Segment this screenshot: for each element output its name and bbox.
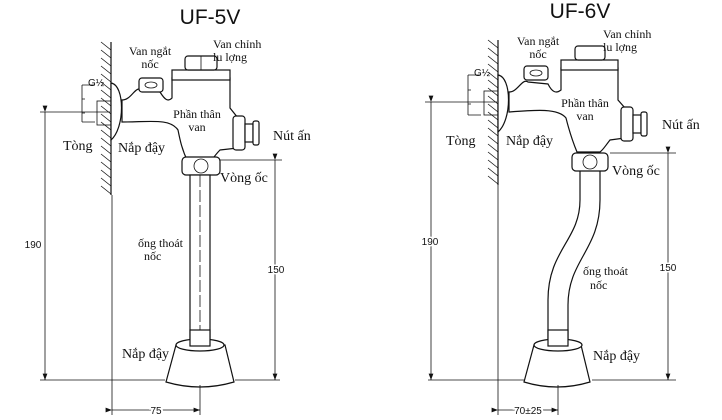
dim-offset: 70±25: [514, 406, 542, 417]
floor-cap: [523, 329, 591, 388]
wall-hatch-line: [100, 57, 112, 67]
wall-hatch-line: [487, 111, 499, 121]
label-wall: Tòng: [63, 139, 93, 154]
drain-pipe: [547, 171, 601, 342]
dim-pipe: 150: [268, 265, 285, 276]
label-nut-ring: Vòng ốc: [220, 171, 268, 186]
wall-hatch-line: [487, 135, 499, 145]
wall-hatch-line: [100, 65, 112, 75]
label-drain-pipe-2: nốc: [144, 249, 161, 263]
wall-hatch-line: [487, 71, 499, 81]
wall-hatch-line: [487, 159, 499, 169]
wall-hatch-line: [100, 81, 112, 91]
label-drain-pipe: ống thoát: [583, 264, 629, 278]
label-valve-body-2: van: [188, 120, 205, 134]
label-valve-body: Phần thân: [173, 107, 221, 121]
wall-hatch-line: [100, 161, 112, 171]
label-cover-bottom: Nắp đậy: [593, 349, 640, 364]
label-cover-top: Nắp đậy: [506, 134, 553, 149]
wall-hatch-line: [100, 41, 112, 51]
wall-hatch-line: [100, 49, 112, 59]
wall-hatch-line: [487, 63, 499, 73]
wall: [100, 41, 112, 195]
wall-hatch-line: [100, 97, 112, 107]
label-shutoff-valve: Van ngắt: [517, 34, 560, 48]
label-shutoff-valve: Van ngắt: [129, 44, 172, 58]
wall-hatch-line: [100, 177, 112, 187]
label-push-button: Nút ấn: [273, 129, 311, 144]
wall-hatch-line: [487, 151, 499, 161]
wall-hatch-line: [100, 185, 112, 195]
thread-label: G½: [474, 68, 491, 79]
label-shutoff-valve-2: nốc: [529, 47, 546, 61]
wall-hatch-line: [100, 145, 112, 155]
label-shutoff-valve-2: nốc: [141, 57, 158, 71]
wall-hatch-line: [487, 119, 499, 129]
valve-body: [508, 45, 648, 172]
dim-offset: 75: [150, 406, 162, 417]
label-flow-adjust-2: lu lợng: [213, 50, 247, 64]
label-drain-pipe-2: nốc: [590, 278, 607, 292]
dim-pipe: 150: [660, 263, 677, 274]
wall-hatch-line: [487, 127, 499, 137]
drain-pipe: [189, 174, 211, 346]
wall-hatch-line: [100, 129, 112, 139]
dimensions: [40, 105, 282, 415]
wall: [487, 39, 499, 185]
thread-label: G½: [88, 78, 105, 89]
label-push-button: Nút ấn: [662, 118, 700, 133]
label-wall: Tòng: [446, 134, 476, 149]
wall-hatch-line: [487, 39, 499, 49]
title-uf-5v: UF-5V: [180, 6, 241, 29]
valve-body: [121, 55, 260, 176]
title-uf-6v: UF-6V: [550, 0, 611, 23]
wall-hatch-line: [100, 113, 112, 123]
label-valve-body-2: van: [576, 109, 593, 123]
label-nut-ring: Vòng ốc: [612, 164, 660, 179]
wall-hatch-line: [100, 153, 112, 163]
dimensions: [425, 95, 676, 415]
wall-hatch-line: [487, 143, 499, 153]
wall-hatch-line: [100, 121, 112, 131]
wall-hatch-line: [487, 47, 499, 57]
floor-cap: [165, 329, 235, 388]
wall-flange: [467, 74, 509, 134]
label-cover-bottom: Nắp đậy: [122, 347, 169, 362]
wall-hatch-line: [487, 55, 499, 65]
wall-hatch-line: [100, 137, 112, 147]
label-drain-pipe: ống thoát: [138, 236, 184, 250]
label-flow-adjust-2: lu lợng: [603, 40, 637, 54]
wall-hatch-line: [100, 105, 112, 115]
label-flow-adjust: Van chỉnh: [603, 27, 651, 41]
wall-hatch-line: [100, 169, 112, 179]
label-valve-body: Phần thân: [561, 96, 609, 110]
wall-hatch-line: [100, 73, 112, 83]
label-flow-adjust: Van chỉnh: [213, 37, 261, 51]
wall-hatch-line: [487, 103, 499, 113]
wall-flange: [81, 82, 122, 142]
dim-height: 190: [422, 237, 439, 248]
uf-5v-drawing: UF-5V G½: [25, 6, 311, 419]
label-cover-top: Nắp đậy: [118, 141, 165, 156]
wall-hatch-line: [100, 89, 112, 99]
wall-hatch-line: [487, 175, 499, 185]
dim-height: 190: [25, 240, 42, 251]
wall-hatch-line: [487, 79, 499, 89]
wall-hatch-line: [487, 95, 499, 105]
wall-hatch-line: [487, 87, 499, 97]
wall-hatch-line: [487, 167, 499, 177]
uf-6v-drawing: UF-6V G½: [420, 0, 700, 419]
